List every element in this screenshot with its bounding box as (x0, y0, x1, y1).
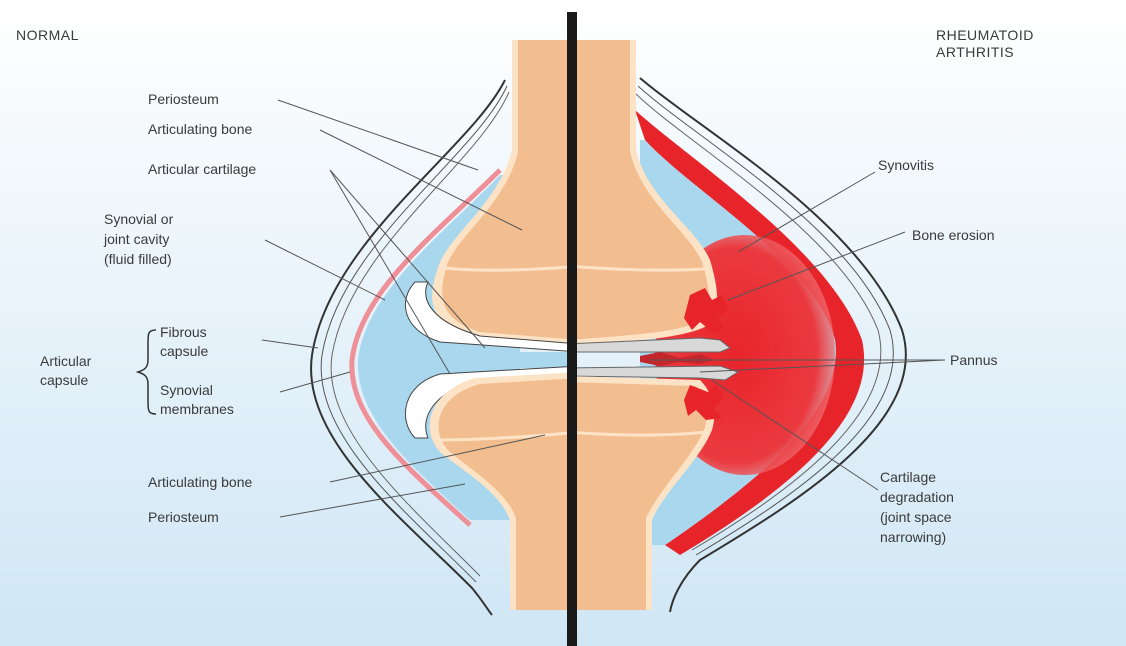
label-articular-capsule-2: capsule (40, 372, 88, 388)
label-periosteum-bottom: Periosteum (148, 509, 219, 525)
label-synovial-membranes-2: membranes (160, 401, 234, 417)
label-synovial-cavity-3: (fluid filled) (104, 251, 172, 267)
label-cartilage-1: Cartilage (880, 469, 936, 485)
label-synovial-cavity-1: Synovial or (104, 211, 174, 227)
title-ra-line1: RHEUMATOID (936, 27, 1034, 43)
label-bone-erosion: Bone erosion (912, 227, 995, 243)
joint-space-left (440, 352, 580, 368)
title-normal: NORMAL (16, 27, 79, 43)
label-synovial-cavity-2: joint cavity (103, 231, 169, 247)
label-cartilage-2: degradation (880, 489, 954, 505)
label-fibrous-capsule-2: capsule (160, 343, 208, 359)
label-pannus: Pannus (950, 352, 997, 368)
label-articular-capsule-1: Articular (40, 353, 92, 369)
label-synovitis: Synovitis (878, 157, 934, 173)
label-cartilage-4: narrowing) (880, 529, 946, 545)
label-periosteum-top: Periosteum (148, 91, 219, 107)
label-articulating-bone-top: Articulating bone (148, 121, 253, 137)
label-articular-cartilage: Articular cartilage (148, 161, 256, 177)
center-divider (567, 12, 577, 646)
label-articulating-bone-bottom: Articulating bone (148, 474, 253, 490)
title-ra-line2: ARTHRITIS (936, 44, 1014, 60)
label-cartilage-3: (joint space (880, 509, 952, 525)
label-fibrous-capsule-1: Fibrous (160, 324, 207, 340)
label-synovial-membranes-1: Synovial (160, 382, 213, 398)
